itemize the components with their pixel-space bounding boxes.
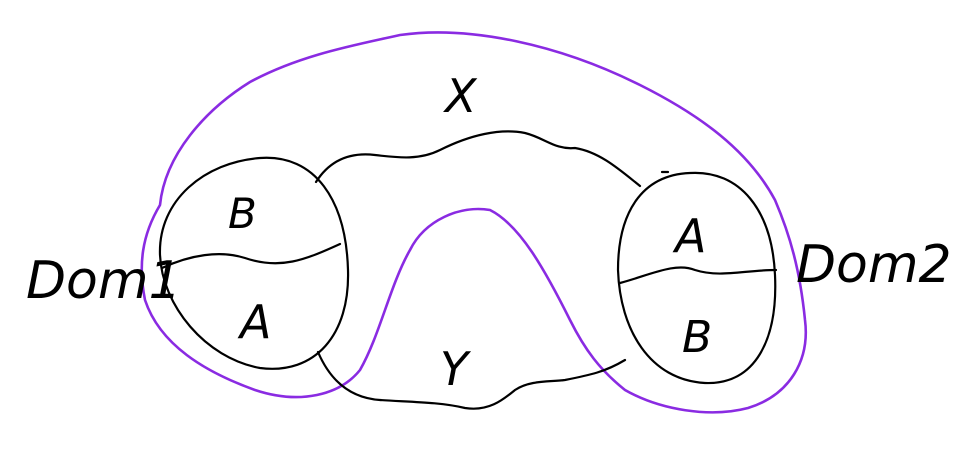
right-domain-circle bbox=[616, 171, 777, 385]
y-connection-line bbox=[316, 350, 627, 410]
left-domain-circle bbox=[158, 156, 350, 370]
left-divider-line bbox=[160, 242, 342, 270]
right-domain-label: Dom2 bbox=[796, 235, 952, 295]
x-connection-line bbox=[314, 130, 642, 188]
x-label: X bbox=[443, 69, 478, 123]
y-label: Y bbox=[440, 342, 472, 396]
left-bottom-region-label: A bbox=[237, 295, 271, 349]
purple-outer-boundary bbox=[140, 31, 808, 414]
right-top-region-label: A bbox=[672, 209, 706, 263]
left-domain-label: Dom1 bbox=[26, 251, 182, 311]
right-bottom-region-label: B bbox=[682, 312, 712, 363]
left-top-region-label: B bbox=[228, 189, 257, 238]
right-divider-line bbox=[618, 266, 778, 285]
